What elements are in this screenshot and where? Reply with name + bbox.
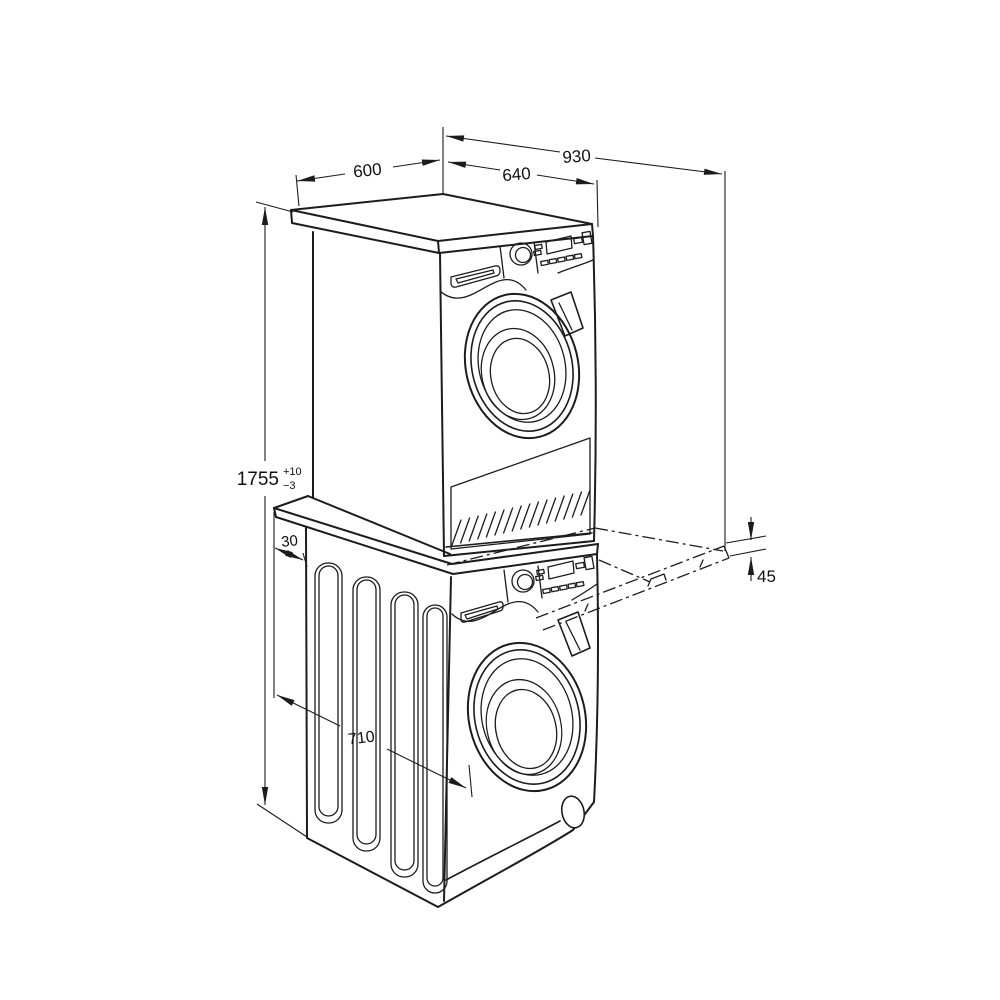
washer-buttons — [535, 555, 595, 595]
dimension-640: 640 — [447, 161, 599, 228]
dryer-lower-panel — [450, 437, 591, 550]
dim-label-600: 600 — [352, 160, 382, 182]
dryer-door-handle — [550, 291, 584, 337]
dryer — [290, 193, 597, 557]
drain-filter-cover — [560, 795, 586, 829]
washer-handle-recess — [460, 601, 504, 623]
dim-label-710: 710 — [347, 728, 376, 748]
dryer-program-knob — [509, 242, 533, 266]
dimension-30: 30 — [273, 512, 308, 698]
washer — [273, 495, 599, 908]
dryer-door — [463, 291, 584, 440]
washer-door — [466, 611, 591, 793]
dryer-door-glass — [480, 327, 556, 421]
dim-label-640: 640 — [502, 164, 532, 185]
dim-label-1755: 1755 — [237, 469, 279, 490]
washer-top-rim — [273, 495, 599, 575]
washer-side-panel — [305, 526, 452, 908]
dryer-buttons — [533, 230, 593, 267]
dryer-display — [545, 235, 573, 255]
shelf-tab — [647, 573, 667, 587]
dimension-710: 710 — [276, 694, 473, 798]
dryer-vent-slats — [451, 489, 591, 546]
dryer-front-face — [439, 235, 597, 557]
dim-label-930: 930 — [562, 146, 592, 167]
dim-label-tol-minus: −3 — [283, 480, 296, 492]
washer-door-glass — [485, 678, 563, 776]
dimension-1755: 1755 +10 −3 — [237, 201, 308, 838]
washer-front-face — [437, 553, 599, 908]
dim-label-tol-plus: +10 — [283, 466, 302, 478]
dimension-930: 930 — [442, 127, 726, 551]
washer-program-knob — [511, 569, 535, 593]
dimension-45: 45 — [725, 517, 776, 586]
dim-label-30: 30 — [280, 532, 298, 551]
washer-side-slots — [314, 562, 448, 894]
dim-label-45: 45 — [757, 567, 776, 586]
washer-control-panel — [451, 555, 598, 622]
dryer-worktop — [290, 193, 594, 254]
dryer-handle-recess — [450, 265, 501, 288]
dryer-control-panel — [439, 230, 594, 299]
dimension-600: 600 — [295, 159, 441, 207]
washer-display — [547, 560, 575, 580]
